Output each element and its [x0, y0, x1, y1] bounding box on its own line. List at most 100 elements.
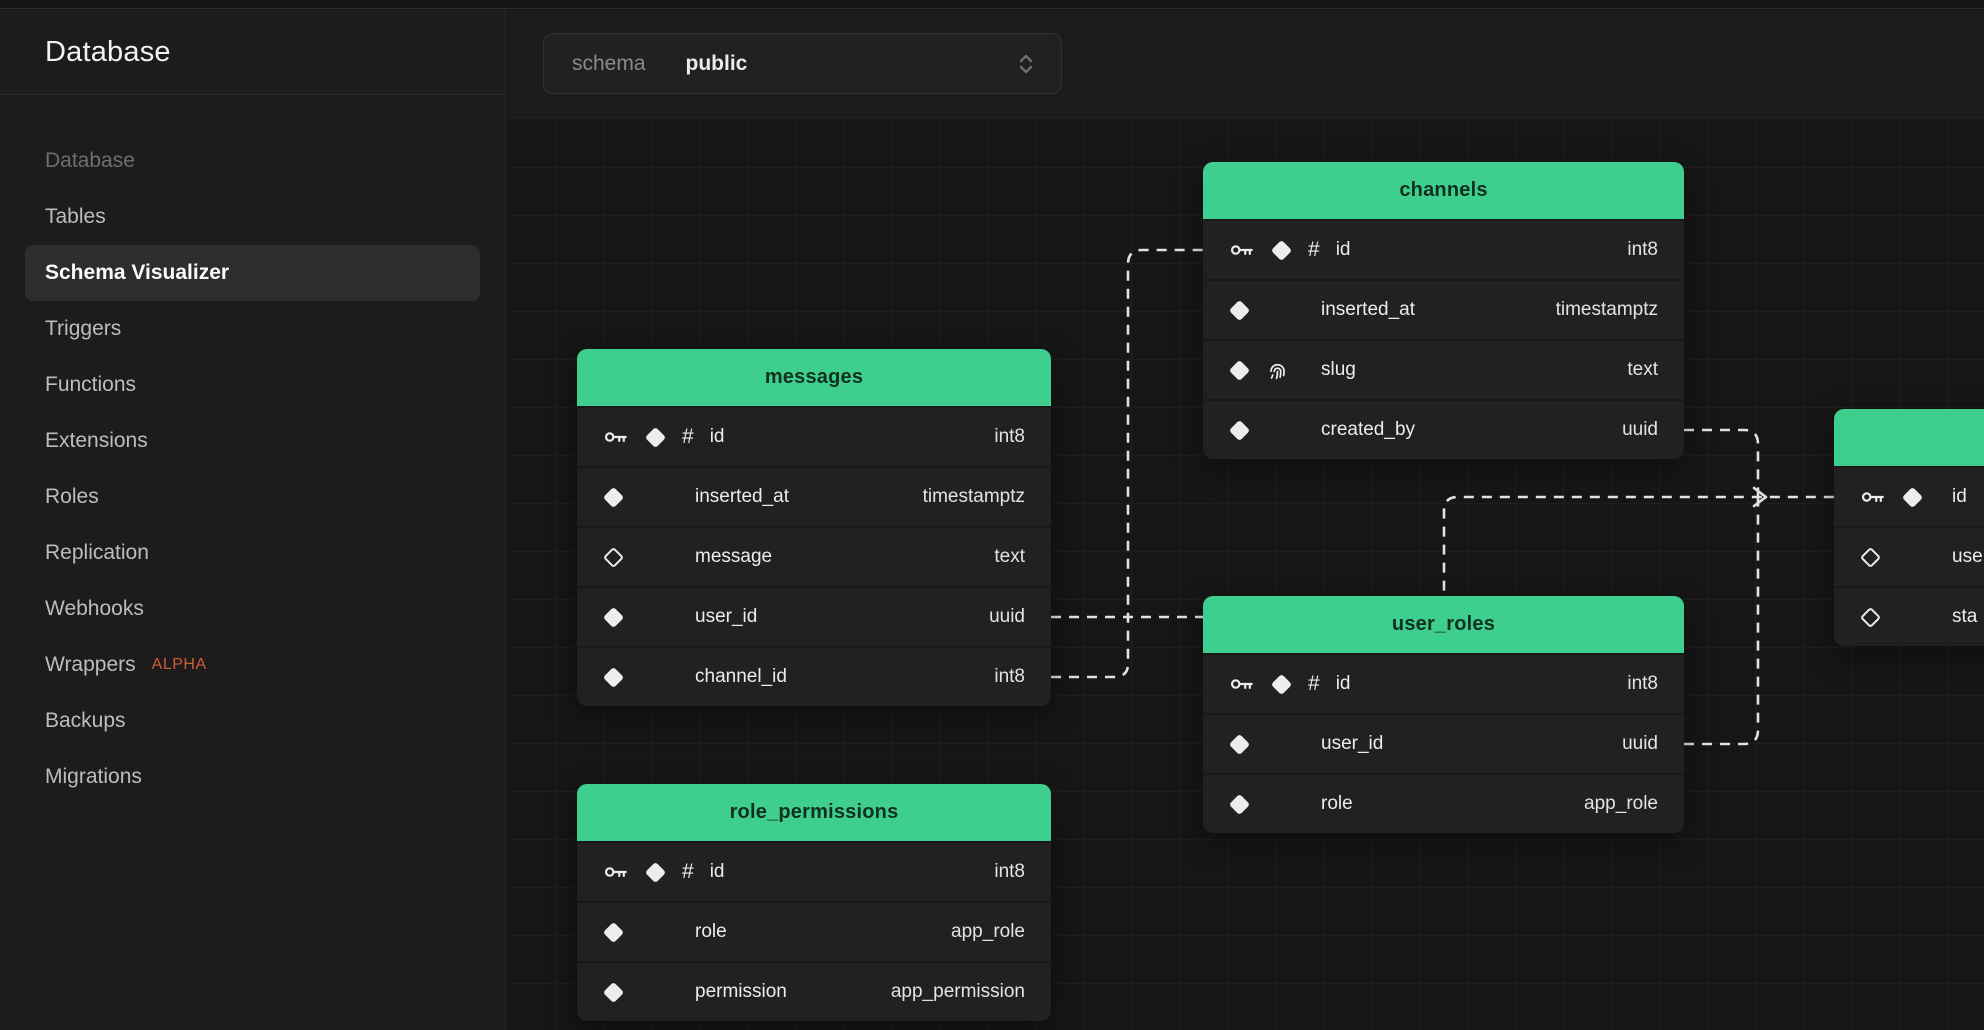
table-header[interactable] [1834, 409, 1984, 466]
column-name: message [695, 546, 773, 567]
topbar: schema public [507, 10, 1984, 118]
column-marker-icons [1228, 793, 1305, 815]
primary-key-icon [1229, 671, 1255, 697]
sidebar-item-triggers[interactable]: Triggers [0, 301, 505, 357]
column-type: int8 [1627, 239, 1658, 260]
sidebar-item-label: Extensions [45, 429, 148, 452]
sidebar-item-label: Triggers [45, 317, 122, 340]
sidebar-item-label: Roles [45, 485, 99, 508]
sidebar-item-label: Migrations [45, 765, 142, 788]
nullable-icon [1859, 606, 1882, 628]
table-node-messages[interactable]: messages # id int8 inserted_at timestamptz mes… [577, 349, 1051, 706]
primary-key-icon [603, 424, 629, 450]
sidebar-item-label: Replication [45, 541, 149, 564]
sidebar-item-schema-visualizer[interactable]: Schema Visualizer [25, 245, 480, 301]
schema-selector-value: public [685, 51, 748, 75]
sidebar-item-roles[interactable]: Roles [0, 469, 505, 525]
relationship-edge [1684, 428, 1760, 497]
column-name: id [709, 426, 725, 447]
sidebar-item-label: Backups [45, 709, 126, 732]
not-null-icon [602, 486, 625, 508]
not-null-icon [602, 981, 625, 1003]
chevron-up-down-icon [1019, 54, 1033, 73]
primary-key-icon [603, 859, 629, 885]
identity-icon: # [682, 425, 694, 448]
column-name: id [709, 861, 725, 882]
column-name: sta [1952, 606, 1978, 627]
sidebar-item-database: Database [0, 133, 505, 189]
not-null-icon [644, 426, 667, 448]
column-type: timestamptz [922, 486, 1025, 507]
unique-icon [1266, 359, 1289, 382]
column-marker-icons [1859, 546, 1936, 568]
relationship-edge [1051, 248, 1203, 679]
alpha-badge: ALPHA [151, 656, 207, 673]
not-null-icon [1228, 419, 1251, 441]
not-null-icon [1228, 733, 1251, 755]
table-title: channels [1399, 179, 1488, 201]
column-name: id [1335, 673, 1351, 694]
table-row: user_id uuid [1203, 715, 1684, 773]
nullable-icon [602, 546, 625, 568]
column-name: inserted_at [695, 486, 790, 507]
sidebar-item-tables[interactable]: Tables [0, 189, 505, 245]
table-header[interactable]: messages [577, 349, 1051, 406]
column-type: int8 [1627, 673, 1658, 694]
table-header[interactable]: channels [1203, 162, 1684, 219]
relationship-edge [1684, 497, 1760, 746]
sidebar-item-migrations[interactable]: Migrations [0, 749, 505, 805]
not-null-icon [644, 861, 667, 883]
primary-key-icon [1229, 237, 1255, 263]
table-header[interactable]: user_roles [1203, 596, 1684, 653]
sidebar-item-wrappers[interactable]: Wrappers ALPHA [0, 637, 505, 693]
sidebar-item-webhooks[interactable]: Webhooks [0, 581, 505, 637]
column-marker-icons [1228, 733, 1305, 755]
column-name: channel_id [695, 666, 787, 687]
table-row: inserted_at timestamptz [577, 468, 1051, 526]
column-marker-icons [602, 546, 679, 568]
table-title: role_permissions [729, 801, 899, 823]
not-null-icon [1228, 299, 1251, 321]
column-type: text [1627, 359, 1658, 380]
table-row: # id int8 [577, 408, 1051, 466]
table-header[interactable]: role_permissions [577, 784, 1051, 841]
column-marker-icons [602, 981, 679, 1003]
not-null-icon [1228, 793, 1251, 815]
schema-selector[interactable]: schema public [543, 33, 1062, 94]
table-title: user_roles [1391, 613, 1496, 635]
table-row: message text [577, 528, 1051, 586]
column-type: text [994, 546, 1025, 567]
sidebar-item-functions[interactable]: Functions [0, 357, 505, 413]
sidebar-item-replication[interactable]: Replication [0, 525, 505, 581]
not-null-icon [1228, 359, 1251, 381]
sidebar-item-label: Wrappers [45, 653, 136, 676]
column-marker-icons: # [1229, 671, 1320, 697]
column-type: uuid [1622, 733, 1658, 754]
table-title: messages [764, 366, 864, 388]
column-marker-icons [602, 921, 679, 943]
not-null-icon [1270, 673, 1293, 695]
sidebar-header: Database [0, 10, 505, 95]
sidebar-item-label: Schema Visualizer [45, 261, 230, 284]
column-marker-icons [1228, 299, 1305, 321]
sidebar-item-backups[interactable]: Backups [0, 693, 505, 749]
column-marker-icons [602, 666, 679, 688]
column-type: int8 [994, 861, 1025, 882]
sidebar-item-extensions[interactable]: Extensions [0, 413, 505, 469]
column-name: user_id [1321, 733, 1384, 754]
table-row: # id int8 [1203, 655, 1684, 713]
column-type: int8 [994, 426, 1025, 447]
